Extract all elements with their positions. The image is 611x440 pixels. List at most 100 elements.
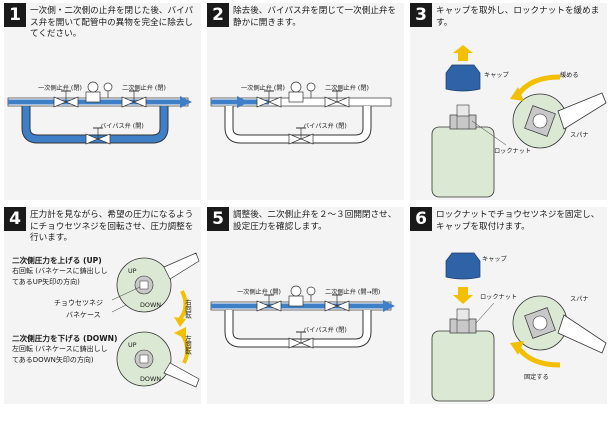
arrow-up-icon	[453, 45, 473, 61]
spanner-icon	[557, 314, 607, 354]
step-description: 一次側・二次側の止弁を閉じた後、バイパ ス弁を開いて配管中の異物を完全に除去し …	[30, 6, 197, 41]
loosen-label: 緩める	[560, 71, 579, 79]
bypass-valve-label: バイパス弁 (閉)	[303, 326, 347, 334]
reducing-valve-icon	[85, 81, 101, 103]
loosen-arrow-icon	[515, 74, 561, 97]
secondary-valve-icon	[121, 90, 147, 108]
reducing-valve-icon	[288, 285, 304, 307]
adjust-screw-icon	[456, 308, 470, 321]
fix-label: 固定する	[524, 373, 549, 381]
locknut-label: ロックナット	[494, 148, 531, 155]
up-section: 二次側圧力を上げる (UP) 右回転 (バネケースに鋳出しし てあるUP矢印の方…	[12, 255, 108, 288]
step-text-line: 調整後、二次側止弁を２～３回開閉させ、	[233, 210, 397, 220]
secondary-valve-label: 二次側止弁 (閉)	[325, 84, 369, 92]
secondary-valve-icon	[324, 90, 350, 108]
bypass-valve-label: バイパス弁 (開)	[100, 122, 144, 130]
cap-icon	[445, 252, 481, 280]
down-section: 二次側圧力を下げる (DOWN) 左回転 (バネケースに鋳出しし てあるDOWN…	[12, 333, 117, 366]
gauge-icon	[306, 82, 316, 98]
step-text-line: キャップを取外し、ロックナットを緩めま	[436, 6, 600, 16]
step-text-line: 設定圧力を確認します。	[233, 221, 327, 232]
up-mark: UP	[128, 341, 137, 349]
cap-removal-diagram: キャップ 緩める スパナ ロックナット	[431, 45, 607, 198]
cap-label: キャップ	[482, 256, 508, 263]
step-description: 圧力計を見ながら、希望の圧力になるよう にチョウセツネジを回転させ、圧力調整を …	[30, 210, 197, 245]
secondary-valve-icon	[324, 294, 350, 312]
cap-label: キャップ	[484, 72, 510, 79]
step-text-line: 一次側・二次側の止弁を閉じた後、バイパ	[30, 6, 194, 16]
step-number: 2	[207, 3, 229, 27]
rotate-left-label: 左回転	[184, 334, 192, 356]
step-text-line: 除去後、バイパス弁を閉じて一次側止弁を	[233, 6, 397, 16]
primary-valve-label: 一次側止弁 (開)	[241, 84, 285, 92]
step-3-panel: キャップ 緩める スパナ ロックナット 3 キャップを取外し、ロックナットを緩め…	[410, 3, 607, 200]
primary-valve-label: 一次側止弁 (閉)	[38, 84, 82, 92]
up-text-line: てあるUP矢印の方向)	[12, 278, 80, 286]
down-heading: 二次側圧力を下げる (DOWN)	[12, 334, 118, 343]
spanner-label: スパナ	[570, 296, 589, 303]
step-text-line: キャップを取付けます。	[436, 221, 530, 232]
step-text-line: てください。	[30, 29, 82, 39]
step-6-panel: キャップ ロックナット スパナ 固定する 6 ロックナットでチョウセツネジを固定…	[410, 207, 607, 404]
spring-case-label: バネケース	[66, 311, 101, 319]
step-description: ロックナットでチョウセツネジを固定し、 キャップを取付けます。	[436, 210, 603, 233]
spanner-icon	[557, 92, 607, 130]
step-5-panel: 一次側止弁 (開) 二次側止弁 (開→閉) バイパス弁 (閉) 5 調整後、二次…	[207, 207, 404, 404]
bypass-valve-icon	[85, 127, 111, 145]
primary-valve-label: 一次側止弁 (開)	[237, 288, 281, 296]
down-mark: DOWN	[140, 375, 161, 383]
step-text-line: 静かに開きます。	[233, 17, 301, 28]
up-mark: UP	[128, 267, 137, 275]
reducing-valve-icon	[288, 81, 304, 103]
primary-valve-icon	[53, 90, 79, 108]
secondary-valve-label: 二次側止弁 (開→閉)	[325, 288, 380, 296]
adjust-screw-label: チョウセツネジ	[54, 299, 103, 307]
down-text-line: てあるDOWN矢印の方向)	[12, 356, 94, 364]
step-text-line: ロックナットでチョウセツネジを固定し、	[436, 210, 600, 220]
cap-icon	[445, 64, 481, 92]
step-text-line: 行います。	[30, 233, 73, 243]
step-number: 1	[4, 3, 26, 27]
bypass-valve-icon	[288, 331, 314, 349]
valve-body	[431, 126, 495, 198]
secondary-valve-label: 二次側止弁 (閉)	[122, 84, 166, 92]
bypass-valve-label: バイパス弁 (閉)	[303, 122, 347, 130]
gauge-icon	[103, 82, 113, 98]
valve-body	[431, 330, 495, 402]
step-description: 除去後、バイパス弁を閉じて一次側止弁を 静かに開きます。	[233, 6, 400, 29]
locknut-icon	[449, 114, 477, 130]
bypass-valve-icon	[288, 127, 314, 145]
up-text-line: 右回転 (バネケースに鋳出しし	[12, 267, 108, 275]
down-mark: DOWN	[140, 301, 161, 309]
step-text-line: 圧力計を見ながら、希望の圧力になるよう	[30, 210, 194, 220]
step-4-panel: 4 圧力計を見ながら、希望の圧力になるよう にチョウセツネジを回転させ、圧力調整…	[4, 207, 201, 404]
step-number: 3	[410, 3, 432, 27]
down-text-line: 左回転 (バネケースに鋳出しし	[12, 345, 108, 353]
step-text-line: す。	[436, 17, 453, 28]
spanner-label: スパナ	[570, 132, 589, 139]
step-number: 5	[207, 207, 229, 231]
adjust-screw-icon	[456, 104, 470, 117]
gauge-icon	[306, 286, 316, 302]
step-description: キャップを取外し、ロックナットを緩めま す。	[436, 6, 603, 29]
piping-diagram-step-1: 一次側止弁 (閉) 二次側止弁 (閉) バイパス弁 (開)	[7, 81, 192, 145]
rotate-right-arrow-icon	[178, 290, 188, 321]
step-number: 6	[410, 207, 432, 231]
cap-install-diagram: キャップ ロックナット スパナ 固定する	[431, 252, 607, 402]
arrow-down-icon	[453, 287, 473, 304]
step-1-panel: 一次側止弁 (閉) 二次側止弁 (閉) バイパス弁 (開) 1 一次側・二次側の…	[4, 3, 201, 200]
pressure-adjust-diagram: UP DOWN UP DOWN 右回転 左回転	[111, 252, 200, 388]
piping-diagram-step-5: 一次側止弁 (開) 二次側止弁 (開→閉) バイパス弁 (閉)	[210, 285, 395, 349]
step-description: 調整後、二次側止弁を２～３回開閉させ、 設定圧力を確認します。	[233, 210, 400, 233]
step-2-panel: 一次側止弁 (開) 二次側止弁 (閉) バイパス弁 (閉) 2 除去後、バイパス…	[207, 3, 404, 200]
locknut-icon	[449, 318, 477, 334]
step-number: 4	[4, 207, 26, 231]
step-text-line: ス弁を開いて配管中の異物を完全に除去し	[30, 17, 194, 28]
step-text-line: にチョウセツネジを回転させ、圧力調整を	[30, 221, 194, 232]
locknut-label: ロックナット	[480, 294, 517, 301]
primary-valve-icon	[256, 294, 282, 312]
piping-diagram-step-2: 一次側止弁 (開) 二次側止弁 (閉) バイパス弁 (閉)	[210, 81, 392, 145]
up-heading: 二次側圧力を上げる (UP)	[12, 256, 102, 265]
rotate-right-label: 右回転	[184, 298, 192, 320]
primary-valve-icon	[256, 90, 282, 108]
